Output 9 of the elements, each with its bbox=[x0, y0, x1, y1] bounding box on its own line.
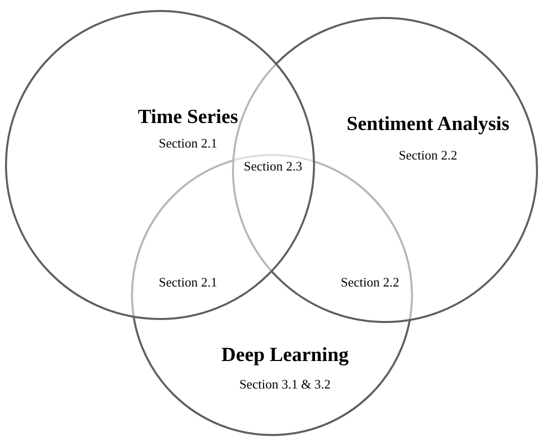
overlap-label: Section 2.3 bbox=[244, 160, 302, 172]
set-title: Deep Learning bbox=[221, 345, 349, 365]
overlap-label: Section 2.2 bbox=[340, 276, 400, 288]
set-title: Time Series bbox=[138, 107, 238, 127]
overlap-label: Section 2.1 bbox=[158, 276, 218, 288]
section-label: Section 2.1 bbox=[158, 136, 218, 150]
section-label: Section 3.1 & 3.2 bbox=[239, 378, 331, 390]
set-title: Sentiment Analysis bbox=[346, 114, 510, 134]
section-label: Section 2.2 bbox=[398, 148, 458, 162]
